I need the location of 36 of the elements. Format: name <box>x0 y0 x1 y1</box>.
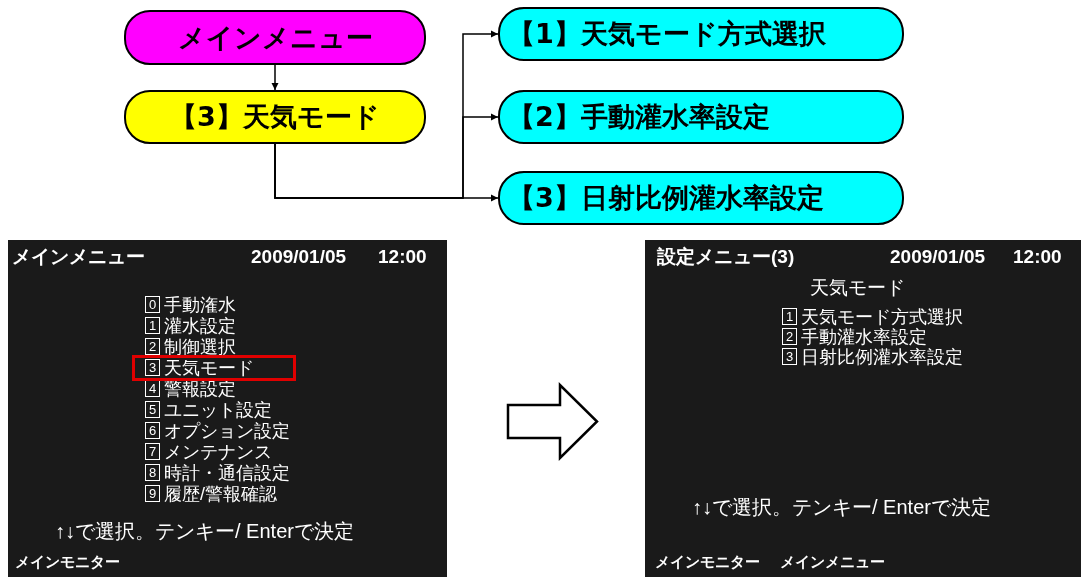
time-text: 12:00 <box>1013 247 1062 266</box>
time-text: 12:00 <box>378 247 427 266</box>
screen-panel <box>645 240 1081 577</box>
menu-item: 2 制御選択 <box>145 338 236 356</box>
menu-item: 3 天気モード <box>145 359 254 377</box>
highlight-frame <box>132 355 296 381</box>
soft-key-label: メインモニター <box>655 554 760 569</box>
arrow <box>506 382 599 461</box>
screen-title: メインメニュー <box>12 247 145 266</box>
process-box: メインメニュー <box>124 10 426 65</box>
instruction-text: ↑↓で選択。テンキー/ Enterで決定 <box>692 497 991 517</box>
menu-item: 5 ユニット設定 <box>145 401 272 419</box>
menu-item: 1 灌水設定 <box>145 317 236 335</box>
menu-item: 9 履歴/警報確認 <box>145 485 277 503</box>
menu-item: 6 オプション設定 <box>145 422 290 440</box>
process-box: 【3】日射比例灌水率設定 <box>498 171 904 225</box>
process-box: 【3】天気モード <box>124 90 426 144</box>
screen-title: 設定メニュー(3) <box>657 247 795 266</box>
arrow <box>271 64 279 91</box>
menu-item: 0 手動潅水 <box>145 296 236 314</box>
soft-key-label: メインモニター <box>15 554 120 569</box>
date-text: 2009/01/05 <box>251 247 347 266</box>
screen-panel <box>8 240 447 577</box>
menu-item: 7 メンテナンス <box>145 443 272 461</box>
menu-item: 8 時計・通信設定 <box>145 464 290 482</box>
date-text: 2009/01/05 <box>890 247 986 266</box>
instruction-text: ↑↓で選択。テンキー/ Enterで決定 <box>55 521 354 541</box>
arrow <box>274 143 499 202</box>
menu-item: 1 天気モード方式選択 <box>782 308 963 326</box>
menu-item: 3 日射比例灌水率設定 <box>782 348 963 366</box>
process-box: 【1】天気モード方式選択 <box>498 7 904 61</box>
process-box: 【2】手動灌水率設定 <box>498 90 904 144</box>
menu-item: 4 警報設定 <box>145 380 236 398</box>
soft-key-label: メインメニュー <box>780 554 885 569</box>
screen-subtitle: 天気モード <box>810 278 905 297</box>
menu-item: 2 手動灌水率設定 <box>782 328 927 346</box>
